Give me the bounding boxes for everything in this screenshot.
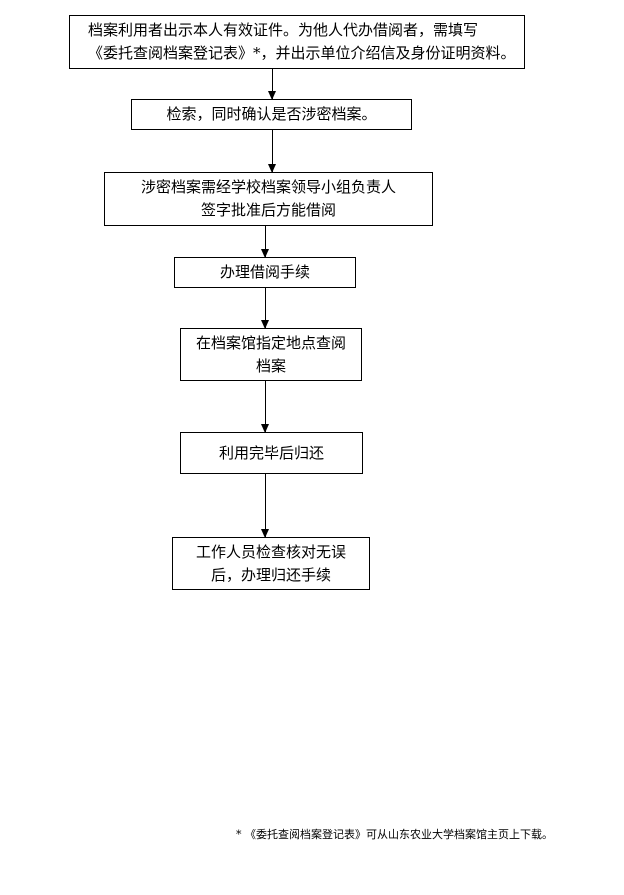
step-return: 利用完毕后归还	[180, 432, 363, 474]
step-classified-approval: 涉密档案需经学校档案领导小组负责人 签字批准后方能借阅	[104, 172, 433, 226]
step-present-id-text: 档案利用者出示本人有效证件。为他人代办借阅者，需填写 《委托查阅档案登记表》*，…	[88, 21, 516, 62]
arrow-4	[261, 288, 269, 329]
step-borrow-procedure-text: 办理借阅手续	[219, 263, 310, 281]
arrow-5	[261, 381, 269, 433]
arrow-1	[268, 69, 276, 100]
step-verify-return-text: 工作人员检查核对无误 后，办理归还手续	[195, 542, 346, 584]
arrow-2	[268, 130, 276, 173]
step-consult-onsite-text: 在档案馆指定地点查阅 档案	[195, 333, 346, 375]
step-return-text: 利用完毕后归还	[218, 443, 324, 462]
step-search-confirm-text: 检索，同时确认是否涉密档案。	[166, 105, 377, 123]
step-present-id: 档案利用者出示本人有效证件。为他人代办借阅者，需填写 《委托查阅档案登记表》*，…	[69, 15, 525, 69]
step-consult-onsite: 在档案馆指定地点查阅 档案	[180, 328, 362, 381]
step-classified-approval-text: 涉密档案需经学校档案领导小组负责人 签字批准后方能借阅	[140, 178, 396, 219]
arrow-6	[261, 474, 269, 538]
step-borrow-procedure: 办理借阅手续	[174, 257, 356, 288]
footnote: * 《委托查阅档案登记表》可从山东农业大学档案馆主页上下载。	[236, 828, 553, 841]
step-verify-return: 工作人员检查核对无误 后，办理归还手续	[172, 537, 370, 590]
arrow-3	[261, 226, 269, 258]
step-search-confirm: 检索，同时确认是否涉密档案。	[131, 99, 412, 130]
